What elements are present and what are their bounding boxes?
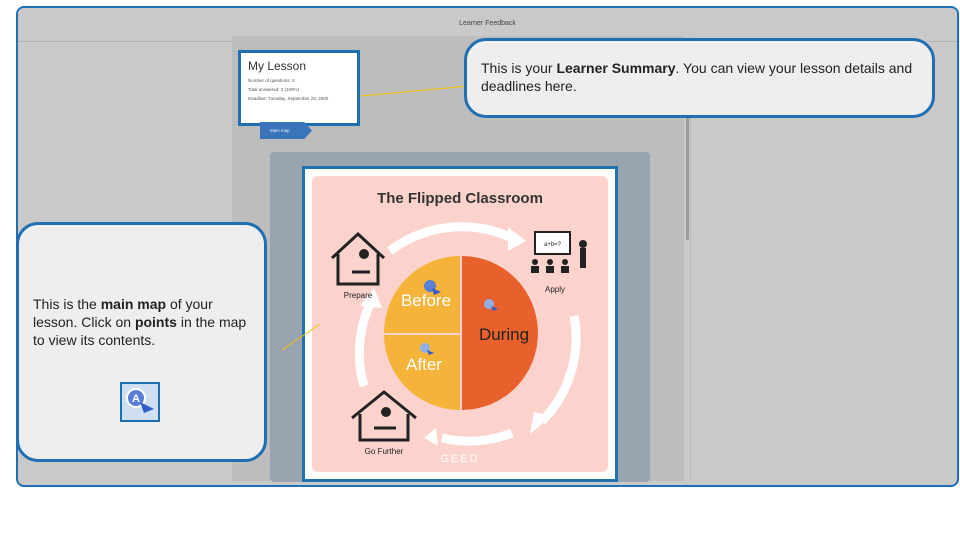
window-title: Learner Feedback (459, 20, 516, 27)
question-count: Number of questions: 2 (248, 78, 295, 83)
after-point-marker[interactable] (420, 343, 434, 355)
during-half[interactable] (462, 256, 538, 410)
callout-map-bold-points: points (134, 314, 177, 331)
learner-summary-callout: This is your Learner Summary. You can vi… (464, 38, 935, 118)
during-point-marker[interactable] (484, 299, 498, 311)
callout-map-text-mid: of your lesson. Click on (33, 296, 213, 331)
after-label: After (406, 355, 442, 374)
callout-map-text-post: in the map to view its contents. (33, 314, 247, 349)
callout-summary-text-post: . You can view your lesson details and d… (481, 60, 913, 95)
main-map-callout: This is the main map of your lesson. Cli… (16, 222, 267, 462)
prepare-icon (330, 231, 386, 286)
main-map-tab[interactable]: Main map (260, 122, 312, 139)
go-further-icon (351, 390, 417, 442)
prepare-label: Prepare (344, 291, 373, 300)
apply-icon (531, 231, 587, 273)
page-scrollbar[interactable] (686, 110, 689, 240)
go-further-label: Go Further (365, 447, 404, 456)
before-quadrant[interactable] (384, 256, 460, 333)
before-point-marker[interactable] (424, 280, 441, 295)
main-map-image: The Flipped Classroom (312, 176, 608, 472)
callout-map-bold-main-map: main map (100, 296, 167, 312)
deadline-text: Deadline: Tuesday, September 29, 2020 (248, 96, 329, 101)
lesson-title: My Lesson (248, 59, 307, 73)
callout-summary-bold: Learner Summary (556, 60, 676, 76)
callout-summary-text-pre: This is your (481, 60, 557, 76)
main-map-card: The Flipped Classroom (302, 166, 618, 482)
before-label: Before (401, 291, 451, 310)
after-quadrant[interactable] (384, 335, 460, 410)
svg-text:A: A (132, 393, 140, 405)
cursor-point-icon: A (120, 382, 160, 422)
map-title: The Flipped Classroom (377, 190, 543, 207)
board-text: a+b=? (544, 242, 562, 248)
learner-summary-card: My Lesson Number of questions: 2 Total a… (238, 50, 360, 126)
brand-logo: GEED (440, 453, 479, 465)
callout-map-text-pre: This is the (33, 296, 101, 312)
answered-count: Total answered: 2 (100%) (248, 87, 300, 92)
during-label: During (479, 325, 529, 344)
apply-label: Apply (545, 285, 565, 294)
